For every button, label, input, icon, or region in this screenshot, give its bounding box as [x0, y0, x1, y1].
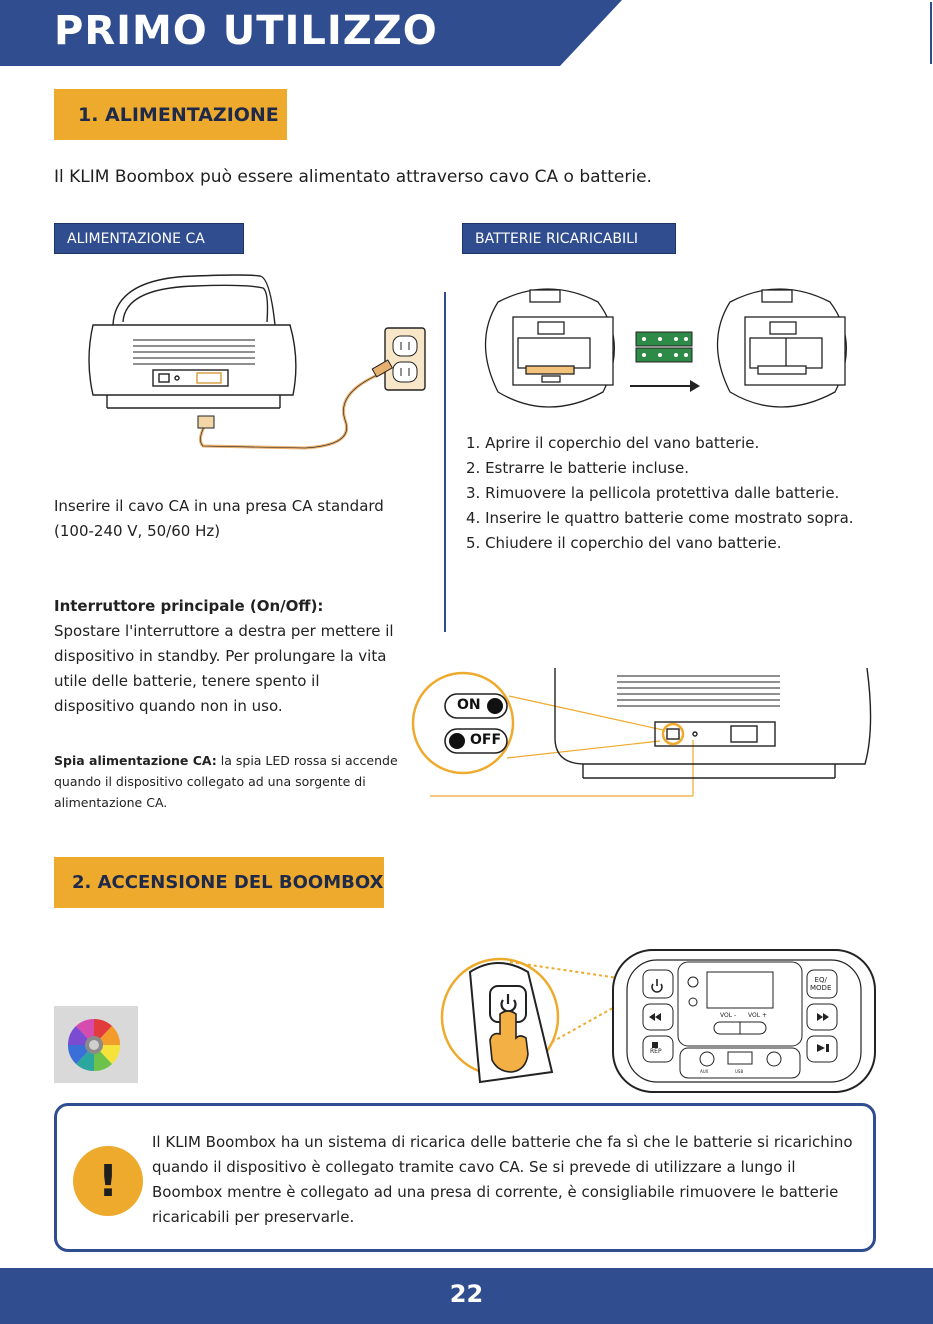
badge-rechargeable-batteries: BATTERIE RICARICABILI: [462, 223, 676, 254]
battery-step: 5. Chiudere il coperchio del vano batter…: [466, 534, 782, 552]
battery-step: 1. Aprire il coperchio del vano batterie…: [466, 434, 760, 452]
page-number: 22: [449, 1280, 484, 1308]
switch-on-label: ON: [457, 697, 481, 713]
ac-instructions: Inserire il cavo CA in una presa CA stan…: [54, 497, 384, 540]
battery-step: 3. Rimuovere la pellicola protettiva dal…: [466, 484, 840, 502]
battery-step: 2. Estrarre le batterie incluse.: [466, 459, 689, 477]
panel-label-usb: USB: [735, 1069, 744, 1074]
column-divider: [444, 292, 446, 632]
ac-led-description: Spia alimentazione CA: la spia LED rossa…: [54, 750, 399, 813]
ac-boombox-illustration: [88, 274, 426, 450]
power-on-illustration: [440, 949, 876, 1093]
panel-label-aux: AUX: [700, 1069, 709, 1074]
power-switch-description: Interruttore principale (On/Off): Sposta…: [54, 594, 399, 719]
panel-label-rep: REP: [650, 1048, 662, 1055]
ac-led-text: la spia LED rossa si accende quando il d…: [54, 753, 398, 810]
note-text: Il KLIM Boombox ha un sistema di ricaric…: [152, 1133, 853, 1226]
power-switch-illustration: [411, 668, 872, 797]
page-title: PRIMO UTILIZZO: [54, 8, 438, 54]
note-box: ! Il KLIM Boombox ha un sistema di ricar…: [54, 1103, 876, 1252]
ac-led-title: Spia alimentazione CA:: [54, 753, 217, 768]
section-badge-alimentazione: 1. ALIMENTAZIONE: [54, 89, 287, 140]
switch-off-label: OFF: [470, 732, 502, 748]
panel-label-vol-minus: VOL -: [720, 1012, 737, 1019]
battery-steps: 1. Aprire il coperchio del vano batterie…: [466, 431, 886, 556]
power-switch-title: Interruttore principale (On/Off):: [54, 597, 324, 615]
intro-text: Il KLIM Boombox può essere alimentato at…: [54, 167, 652, 187]
footer-bar: [0, 1268, 933, 1324]
badge-ac-power: ALIMENTAZIONE CA: [54, 223, 244, 254]
warning-icon: !: [73, 1146, 143, 1216]
panel-label-eq-mode: EQ/ MODE: [810, 976, 832, 992]
color-wheel-thumbnail: [54, 1006, 138, 1083]
battery-replacement-illustration: [484, 288, 848, 408]
section-badge-accensione: 2. ACCENSIONE DEL BOOMBOX: [54, 857, 384, 908]
power-switch-text: Spostare l'interruttore a destra per met…: [54, 622, 394, 715]
panel-label-vol-plus: VOL +: [748, 1012, 767, 1019]
header-bar: [0, 0, 932, 66]
battery-step: 4. Inserire le quattro batterie come mos…: [466, 509, 854, 527]
